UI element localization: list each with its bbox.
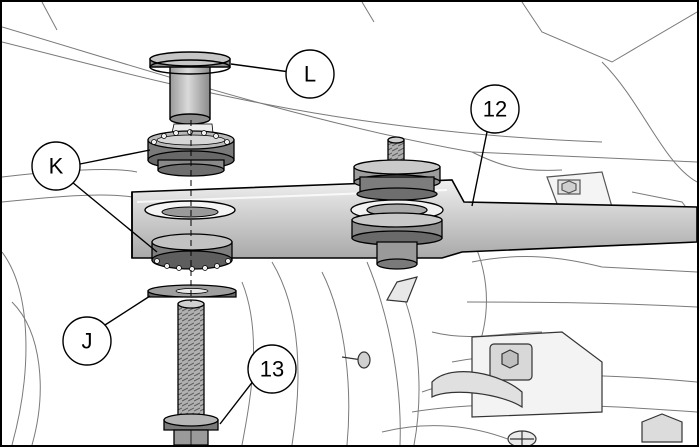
- leader-lines: [71, 63, 488, 425]
- part-l-flanged-sleeve: [149, 51, 231, 125]
- part-13-flange-bolt: [163, 299, 219, 445]
- lower-pin-sketch: [341, 276, 418, 369]
- right-stud-assembly: [350, 136, 444, 270]
- callout-13-label: 13: [260, 357, 284, 382]
- arm-mounting-hole: [144, 200, 236, 220]
- callout-l: L: [285, 49, 335, 99]
- callout-k: K: [31, 141, 81, 191]
- part-j-washer: [147, 284, 237, 298]
- callout-13: 13: [247, 344, 297, 394]
- lower-right-housing-sketch: [431, 331, 683, 445]
- callout-l-label: L: [304, 62, 316, 87]
- callout-j-label: J: [82, 329, 93, 354]
- part-k-lower-bushing: [151, 233, 233, 272]
- callout-12: 12: [470, 84, 520, 134]
- callout-12-label: 12: [483, 97, 507, 122]
- callout-j: J: [62, 316, 112, 366]
- callout-k-label: K: [49, 154, 64, 179]
